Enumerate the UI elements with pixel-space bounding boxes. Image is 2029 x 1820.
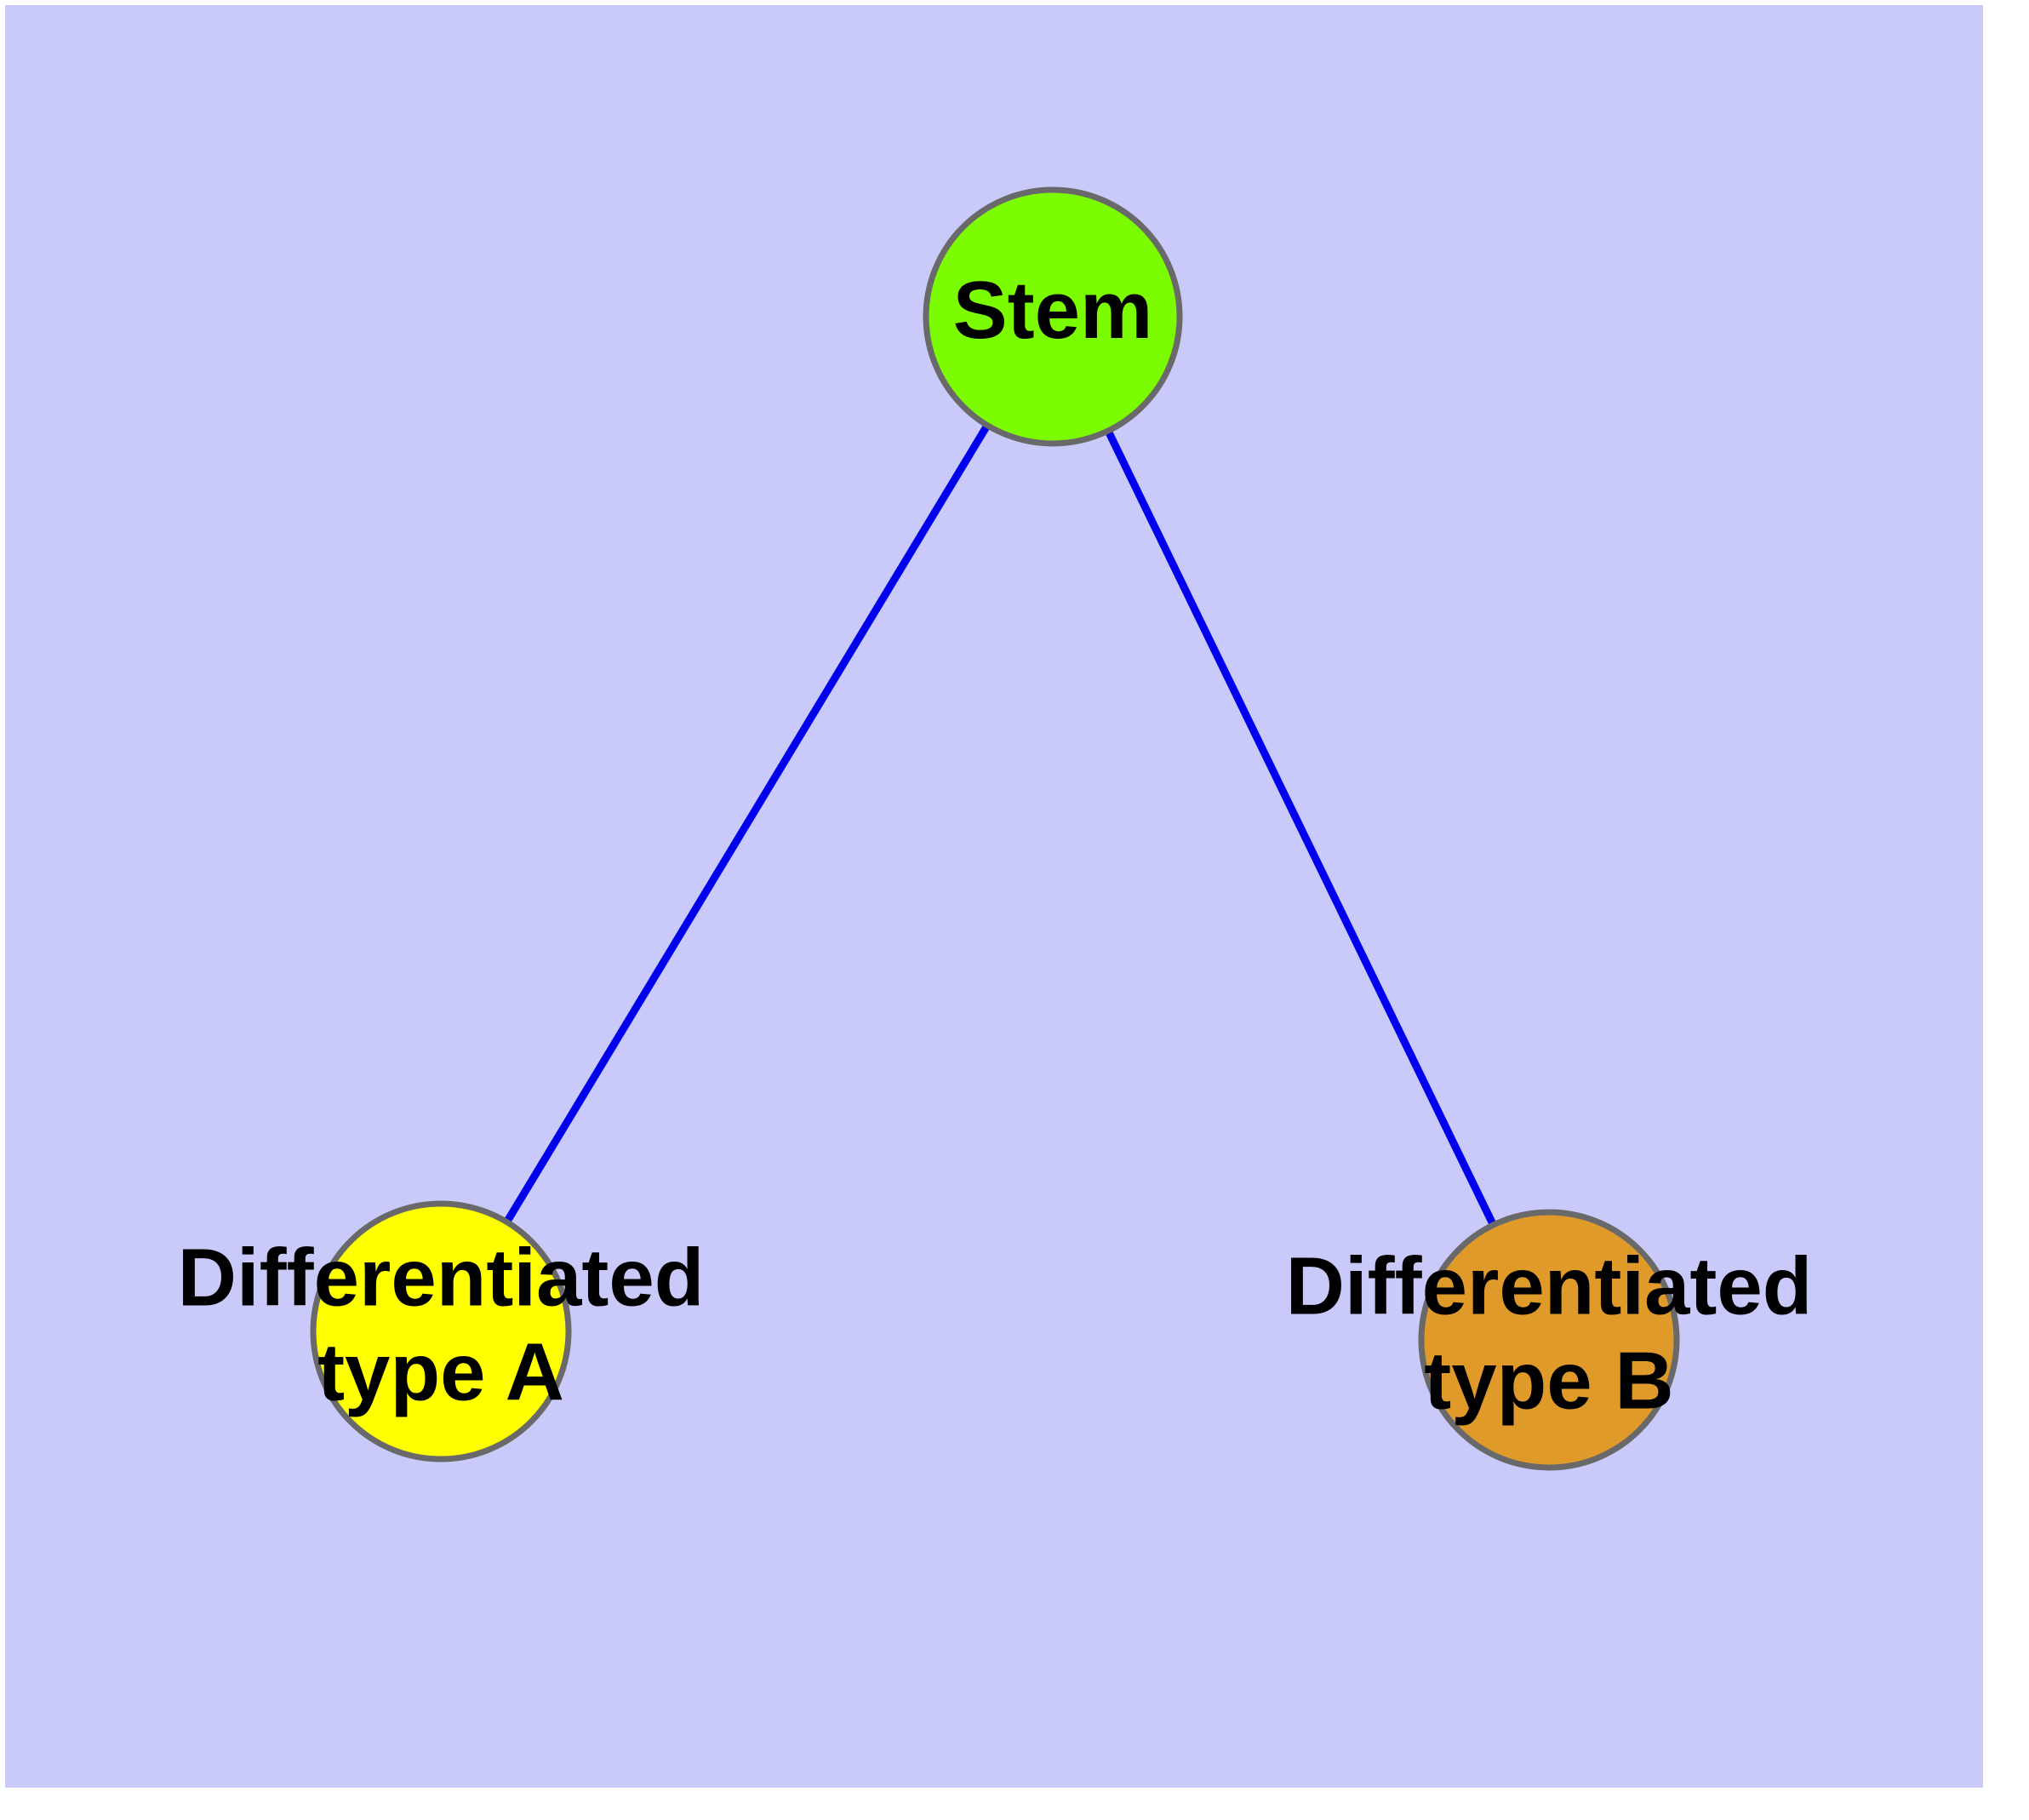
node-label-line: Differentiated: [1286, 1241, 1813, 1332]
node-label-stem: Stem: [953, 265, 1153, 356]
edges-layer: [503, 423, 1497, 1228]
edge-stem-diff-b[interactable]: [1104, 429, 1497, 1228]
node-diff-a[interactable]: [310, 1200, 572, 1462]
node-label-line: type A: [317, 1327, 564, 1418]
node-label-line: Stem: [953, 265, 1153, 356]
nodes-layer: [310, 186, 1680, 1471]
node-label-line: type B: [1424, 1336, 1673, 1427]
node-diff-b[interactable]: [1418, 1209, 1680, 1471]
edge-stem-diff-a[interactable]: [503, 423, 991, 1224]
node-label-line: Differentiated: [178, 1233, 705, 1324]
node-stem[interactable]: [923, 186, 1183, 447]
